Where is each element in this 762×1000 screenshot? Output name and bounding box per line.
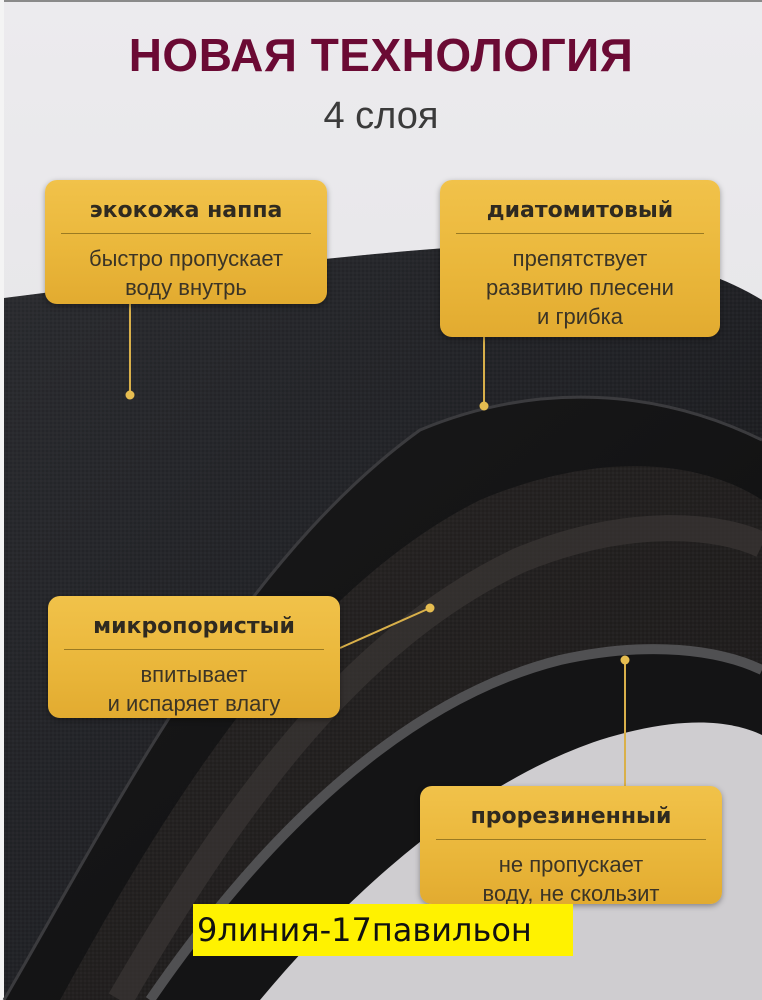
layer-card-ecoleather: экокожа наппа быстро пропускает воду вну… (45, 180, 327, 304)
layer-card-rubberized: прорезиненный не пропускает воду, не ско… (420, 786, 722, 906)
layer-description-line: и испаряет влагу (107, 691, 281, 716)
layer-description-line: воду, не скользит (482, 881, 660, 906)
layer-description-line: не пропускает (498, 852, 644, 877)
layer-card-diatomite: диатомитовый препятствует развитию плесе… (440, 180, 720, 337)
layer-name: микропористый (64, 596, 324, 650)
leader-lines (125, 304, 630, 786)
layer-description-line: и грибка (537, 304, 623, 329)
layer-description-line: быстро пропускает (88, 246, 284, 271)
layer-description-line: впитывает (140, 662, 248, 687)
page-title: НОВАЯ ТЕХНОЛОГИЯ (128, 29, 634, 81)
layer-description-line: препятствует (512, 246, 648, 271)
layer-name: диатомитовый (456, 180, 704, 234)
top-border (0, 0, 762, 2)
layer-name: экокожа наппа (61, 180, 311, 234)
page-subtitle: 4 слоя (323, 95, 439, 137)
layer-card-microporous: микропористый впитывает и испаряет влагу (48, 596, 340, 718)
layer-description-line: воду внутрь (125, 275, 247, 300)
left-border (0, 0, 4, 1000)
layer-name: прорезиненный (436, 786, 706, 840)
layer-description-line: развитию плесени (486, 275, 674, 300)
location-tag: 9линия-17павильон (193, 904, 573, 956)
